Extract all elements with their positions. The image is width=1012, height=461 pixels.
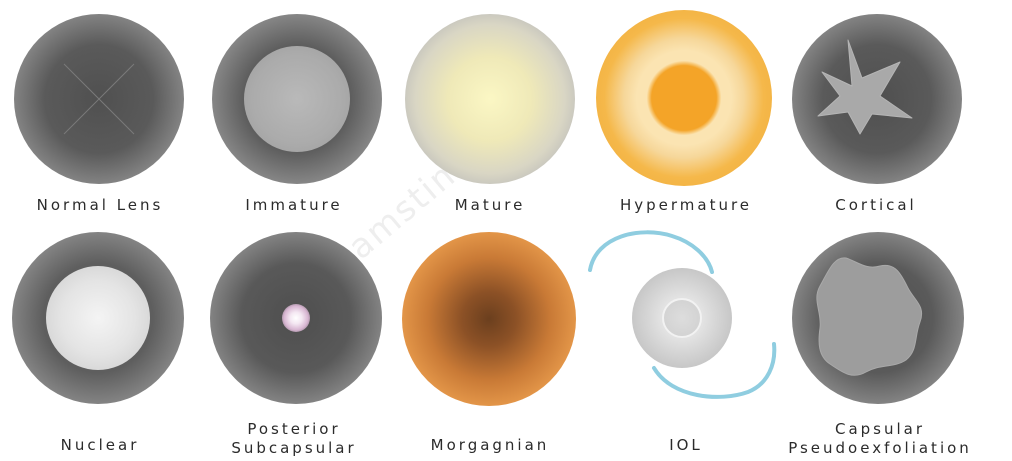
label-morgagnian: Morgagnian <box>430 436 550 454</box>
label-mature: Mature <box>454 196 526 214</box>
label-posterior: Posterior <box>247 420 341 438</box>
hypermature-disc <box>596 10 772 186</box>
label-capsular: Capsular <box>834 420 926 438</box>
label-iol: IOL <box>669 436 703 454</box>
label-subcapsular: Subcapsular <box>231 439 357 457</box>
label-nuclear: Nuclear <box>60 436 140 454</box>
label-normal-lens: Normal Lens <box>36 196 164 214</box>
label-hypermature: Hypermature <box>619 196 753 214</box>
label-immature: Immature <box>245 196 343 214</box>
iol-optic-ring <box>662 298 702 338</box>
immature-opacity <box>244 46 350 152</box>
morgagnian-disc <box>402 232 576 406</box>
label-pseudoexfoliation: Pseudoexfoliation <box>788 439 972 457</box>
posterior-subcapsular-opacity <box>282 304 310 332</box>
mature-disc <box>405 14 575 184</box>
label-cortical: Cortical <box>835 196 917 214</box>
nuclear-opacity <box>46 266 150 370</box>
